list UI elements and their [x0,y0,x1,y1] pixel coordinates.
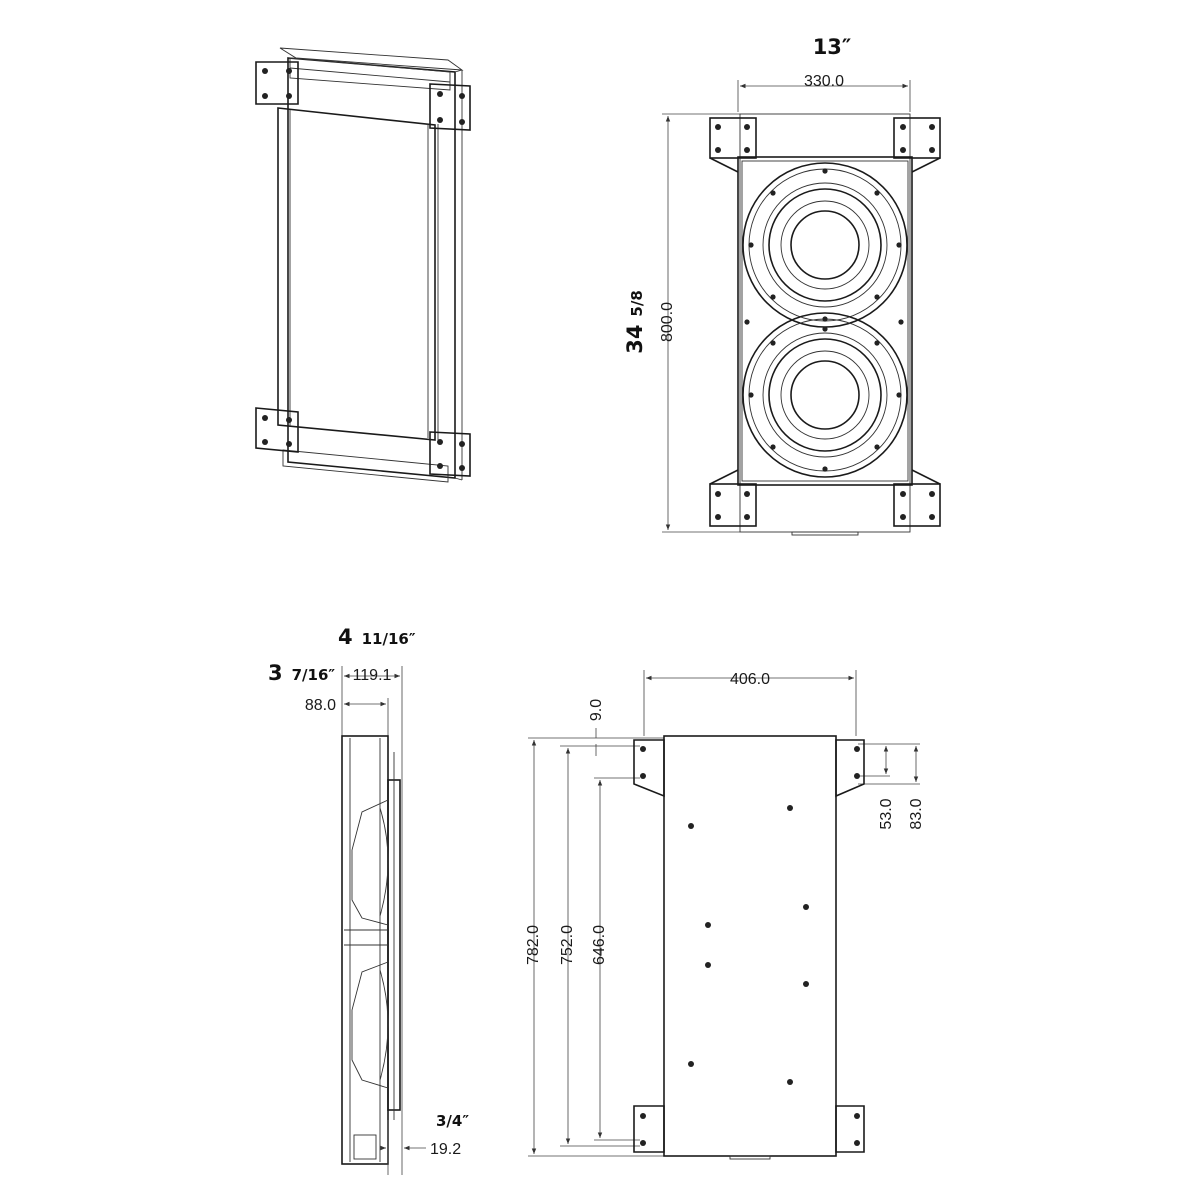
front-height-metric: 800.0 [659,302,676,342]
back-view: 406.0 9.0 782.0 752.0 646.0 [525,670,925,1160]
front-width-imperial: 13″ [813,35,852,59]
svg-text:34 5/8: 34 5/8 [623,290,647,354]
side-total-depth-metric: 119.1 [353,667,392,684]
front-width-metric: 330.0 [804,73,844,90]
svg-text:3 7/16″: 3 7/16″ [268,661,335,685]
side-depth-metric: 88.0 [305,697,336,714]
side-depth-imperial-whole: 3 [268,661,283,685]
back-hole-span-metric: 646.0 [591,925,608,965]
side-depth-imperial-fraction: 7/16″ [292,666,336,684]
side-flange-metric: 19.2 [430,1141,461,1158]
front-height-imperial-fraction: 5/8 [628,290,646,316]
back-width-metric: 406.0 [730,671,770,688]
back-tab-span-metric: 752.0 [559,925,576,965]
front-view: 13″ 330.0 800.0 34 5/8 [623,35,941,536]
side-total-depth-imperial-fraction: 11/16″ [362,630,416,648]
side-total-depth-imperial-whole: 4 [338,625,353,649]
front-height-imperial-whole: 34 [623,325,647,354]
back-tab-offset-metric: 9.0 [588,699,605,721]
svg-text:4 11/16″: 4 11/16″ [338,625,416,649]
isometric-view [255,47,471,483]
side-view: 4 11/16″ 3 7/16″ 119.1 88.0 [268,625,469,1175]
back-outer-height-metric: 782.0 [525,925,542,965]
back-tab-hole-spacing-metric: 53.0 [878,798,895,829]
side-flange-imperial: 3/4″ [436,1112,469,1130]
back-tab-height-metric: 83.0 [908,798,925,829]
